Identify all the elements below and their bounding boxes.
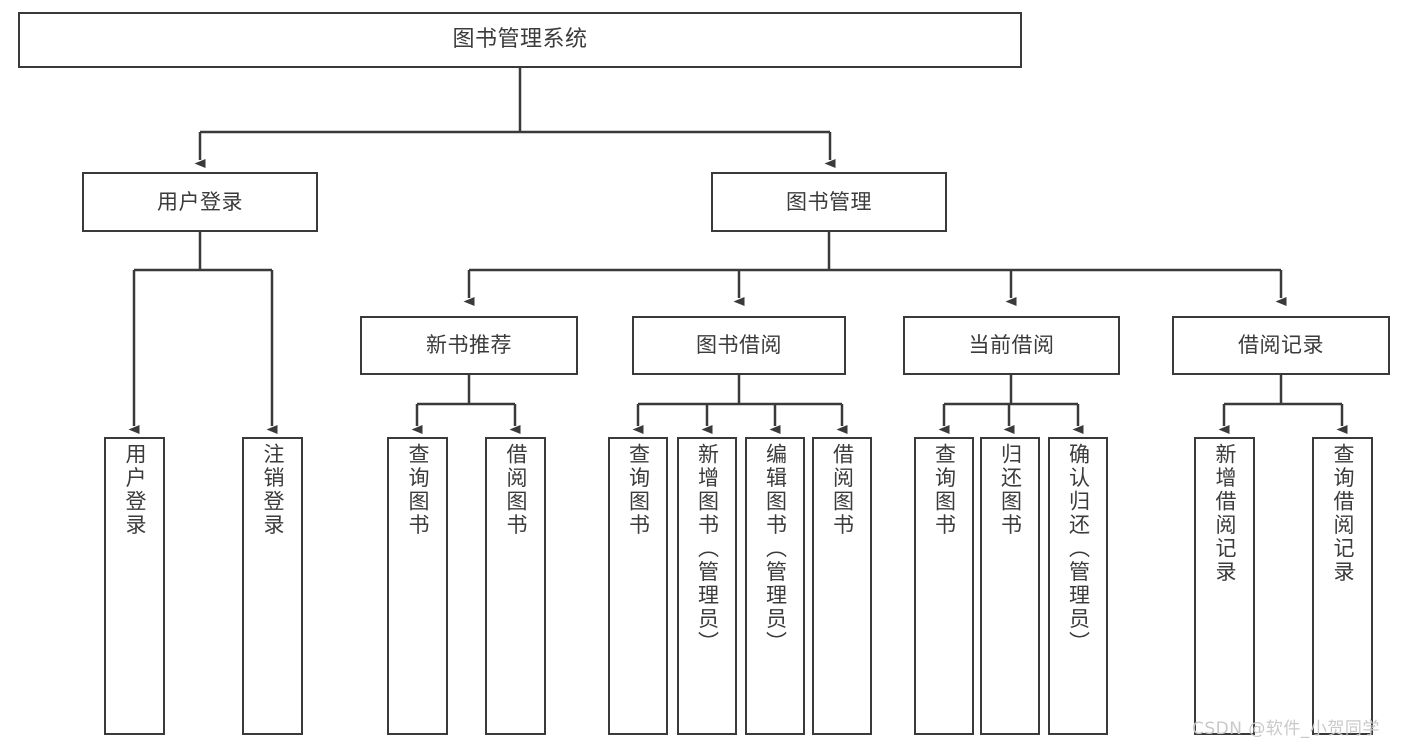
node-leaf-query-book-1[interactable]: 查询图书 [387,437,448,735]
node-leaf-query-book-1-label: 查询图书 [406,443,430,537]
node-user-login[interactable]: 用户登录 [82,172,318,232]
node-leaf-query-book-2-label: 查询图书 [626,443,651,537]
node-leaf-borrow-book-1-label: 借阅图书 [504,443,528,537]
node-root-label: 图书管理系统 [452,27,588,53]
node-leaf-query-record[interactable]: 查询借阅记录 [1312,437,1373,735]
node-book-borrow-label: 图书借阅 [696,333,782,358]
node-leaf-add-book-label: 新增图书（管理员） [695,443,720,655]
node-book-borrow[interactable]: 图书借阅 [632,316,846,375]
node-leaf-return-book[interactable]: 归还图书 [980,437,1040,735]
node-leaf-user-login-label: 用户登录 [123,443,147,537]
node-borrow-record[interactable]: 借阅记录 [1172,316,1390,375]
node-leaf-borrow-book-2-label: 借阅图书 [830,443,855,537]
node-new-book-recommend-label: 新书推荐 [426,333,512,358]
node-leaf-confirm-return-label: 确认归还（管理员） [1066,443,1091,655]
csdn-watermark: CSDN @软件_小贺同学 [1192,719,1380,739]
node-root[interactable]: 图书管理系统 [18,12,1022,68]
node-current-borrow-label: 当前借阅 [968,333,1055,358]
node-leaf-logout[interactable]: 注销登录 [242,437,303,735]
node-leaf-add-record[interactable]: 新增借阅记录 [1194,437,1255,735]
node-leaf-borrow-book-1[interactable]: 借阅图书 [485,437,546,735]
node-leaf-edit-book[interactable]: 编辑图书（管理员） [745,437,805,735]
node-current-borrow[interactable]: 当前借阅 [903,316,1120,375]
node-leaf-logout-label: 注销登录 [261,443,285,537]
node-user-login-label: 用户登录 [157,189,243,214]
node-leaf-borrow-book-2[interactable]: 借阅图书 [812,437,872,735]
node-leaf-confirm-return[interactable]: 确认归还（管理员） [1048,437,1108,735]
node-leaf-user-login[interactable]: 用户登录 [104,437,165,735]
node-leaf-query-book-2[interactable]: 查询图书 [608,437,668,735]
node-leaf-query-book-3[interactable]: 查询图书 [914,437,974,735]
node-leaf-query-book-3-label: 查询图书 [932,443,957,537]
node-leaf-return-book-label: 归还图书 [998,443,1023,537]
node-leaf-add-record-label: 新增借阅记录 [1213,443,1237,584]
node-borrow-record-label: 借阅记录 [1238,333,1324,358]
node-leaf-add-book[interactable]: 新增图书（管理员） [677,437,737,735]
node-book-management[interactable]: 图书管理 [711,172,947,232]
node-leaf-edit-book-label: 编辑图书（管理员） [763,443,788,655]
node-leaf-query-record-label: 查询借阅记录 [1331,443,1355,584]
node-new-book-recommend[interactable]: 新书推荐 [360,316,578,375]
node-book-management-label: 图书管理 [786,189,872,214]
